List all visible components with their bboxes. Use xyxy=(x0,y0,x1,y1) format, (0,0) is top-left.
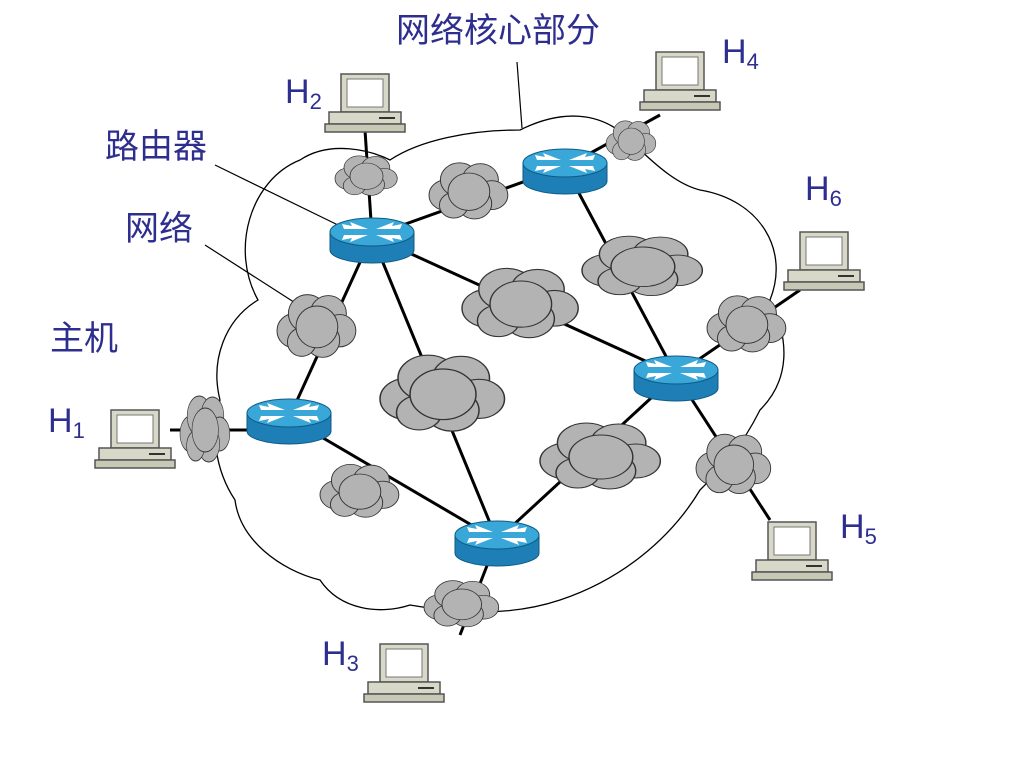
router-icon xyxy=(246,398,332,445)
cloud-icon xyxy=(706,295,787,353)
computer-icon xyxy=(751,521,833,581)
core-label: 网络核心部分 xyxy=(396,11,600,51)
host-label-h1: H1 xyxy=(48,402,85,443)
cloud-icon xyxy=(695,433,772,495)
computer-icon xyxy=(639,51,721,111)
router-label: 路由器 xyxy=(105,127,207,167)
cloud-icon xyxy=(539,422,662,490)
host-label-h4: H4 xyxy=(722,33,759,74)
cloud-icon xyxy=(319,463,400,518)
network-label: 网络 xyxy=(125,209,193,249)
cloud-icon xyxy=(423,580,500,628)
host-label-h3: H3 xyxy=(322,635,359,676)
router-icon xyxy=(454,520,540,567)
cloud-icon xyxy=(276,294,357,358)
computer-icon xyxy=(783,231,865,291)
callout-lines xyxy=(204,61,523,307)
computer-icon xyxy=(324,73,406,133)
host-label-h5: H5 xyxy=(840,508,877,549)
cloud-icon xyxy=(179,395,231,463)
cloud-icon xyxy=(581,235,704,297)
cloud-icon xyxy=(461,267,579,339)
cloud-icon xyxy=(428,162,509,220)
host-label-h2: H2 xyxy=(285,73,322,114)
cloud-icon xyxy=(334,155,398,196)
computer-icon xyxy=(363,643,445,703)
router-icon xyxy=(633,355,719,402)
host-label: 主机 xyxy=(50,319,118,359)
cloud-icon xyxy=(379,354,506,432)
router-icon xyxy=(522,148,608,195)
computer-icon xyxy=(94,409,176,469)
network-core-boundary xyxy=(214,115,785,613)
host-label-h6: H6 xyxy=(805,170,842,211)
router-icon xyxy=(329,217,415,264)
